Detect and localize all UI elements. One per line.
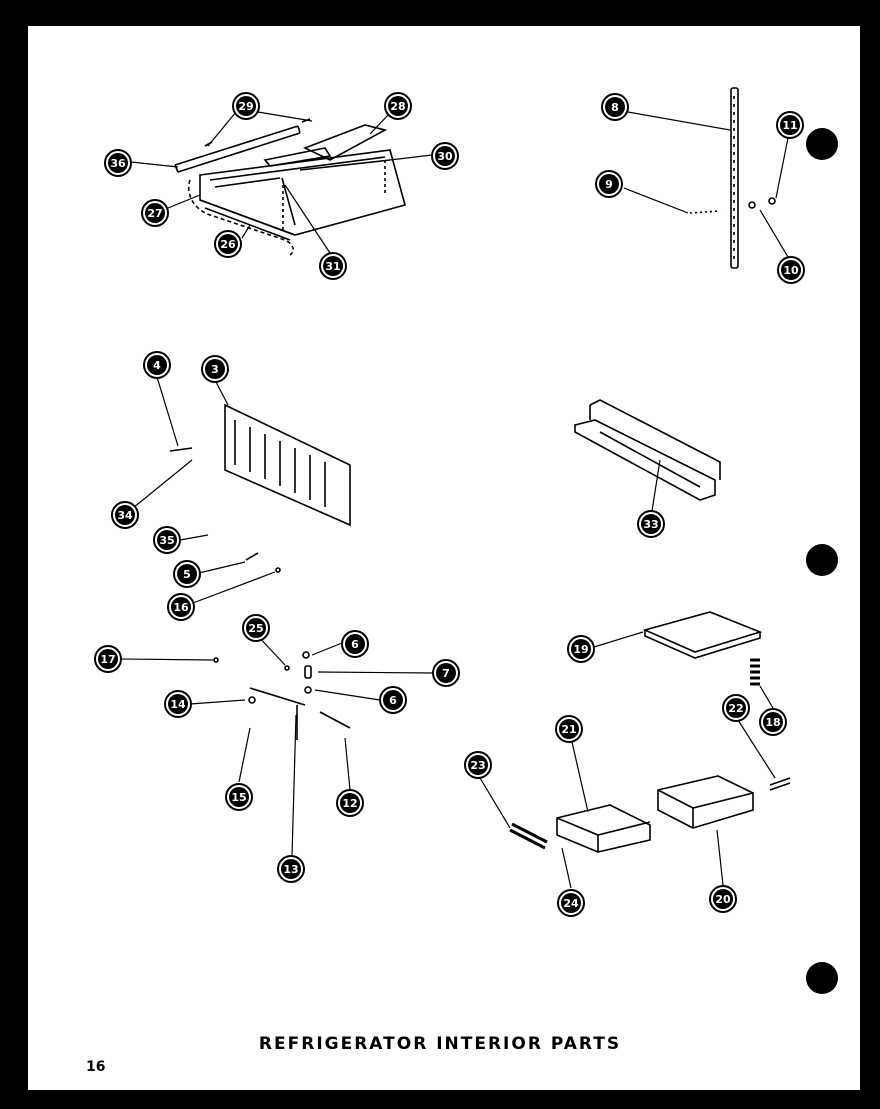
callout-label: 8 (611, 101, 619, 114)
callout-36: 36 (104, 149, 132, 177)
callout-21: 21 (555, 715, 583, 743)
callout-label: 24 (563, 897, 579, 910)
callout-label: 14 (170, 698, 186, 711)
callout-label: 3 (211, 363, 219, 376)
callout-label: 20 (715, 893, 731, 906)
callout-25: 25 (242, 614, 270, 642)
callout-label: 25 (248, 622, 263, 635)
hardware-parts (213, 197, 776, 740)
callout-label: 31 (325, 260, 340, 273)
shelf-frame-assembly (174, 118, 406, 256)
callout-label: 11 (782, 119, 797, 132)
diagram-title: REFRIGERATOR INTERIOR PARTS (258, 1034, 622, 1054)
callout-33: 33 (637, 510, 665, 538)
page-number: 16 (86, 1059, 106, 1075)
callout-label: 10 (783, 264, 799, 277)
callout-label: 6 (389, 694, 397, 707)
callout-label: 4 (153, 359, 161, 372)
callout-label: 35 (159, 534, 174, 547)
glass-shelf (642, 611, 763, 659)
callout-12: 12 (336, 789, 364, 817)
callout-15: 15 (225, 783, 253, 811)
callout-7: 7 (432, 659, 460, 687)
callout-34: 34 (111, 501, 139, 529)
callout-8: 8 (601, 93, 629, 121)
callout-label: 9 (605, 178, 613, 191)
callout-3: 3 (201, 355, 229, 383)
callout-label: 22 (728, 702, 743, 715)
callout-31: 31 (319, 252, 347, 280)
registration-dot-icon (806, 544, 838, 576)
pan (657, 775, 754, 829)
callout-13: 13 (277, 855, 305, 883)
callout-18: 18 (759, 708, 787, 736)
grille-panel (169, 403, 351, 527)
callout-26: 26 (214, 230, 242, 258)
callout-11: 11 (776, 111, 804, 139)
crisper-drawer (556, 804, 651, 853)
callout-label: 13 (283, 863, 298, 876)
callout-label: 19 (573, 643, 588, 656)
callout-17: 17 (94, 645, 122, 673)
callout-14: 14 (164, 690, 192, 718)
callout-23: 23 (464, 751, 492, 779)
callout-label: 17 (100, 653, 115, 666)
callout-label: 27 (147, 207, 162, 220)
callout-label: 26 (220, 238, 236, 251)
callout-label: 18 (765, 716, 780, 729)
callout-label: 7 (442, 667, 450, 680)
callout-5: 5 (173, 560, 201, 588)
callout-10: 10 (777, 256, 805, 284)
callout-6: 6 (341, 630, 369, 658)
callout-30: 30 (431, 142, 459, 170)
shelf-rail (689, 87, 739, 269)
callout-label: 23 (470, 759, 485, 772)
callout-9: 9 (595, 170, 623, 198)
callout-label: 28 (390, 100, 405, 113)
callout-label: 6 (351, 638, 359, 651)
callout-group: 29 28 36 30 27 26 31 8 11 9 10 4 3 34 35 5 16 33 25 6 17 7 14 6… (94, 92, 805, 917)
callout-label: 16 (173, 601, 189, 614)
callout-label: 29 (238, 100, 253, 113)
callout-16: 16 (167, 593, 195, 621)
callout-label: 34 (117, 509, 133, 522)
shelf-channel (574, 399, 721, 501)
callout-4: 4 (143, 351, 171, 379)
callout-28: 28 (384, 92, 412, 120)
callout-label: 12 (342, 797, 357, 810)
callout-label: 36 (110, 157, 126, 170)
callout-27: 27 (141, 199, 169, 227)
callout-label: 15 (231, 791, 246, 804)
callout-label: 33 (643, 518, 658, 531)
callout-19: 19 (567, 635, 595, 663)
callout-label: 5 (183, 568, 191, 581)
callout-20: 20 (709, 885, 737, 913)
callout-label: 30 (437, 150, 453, 163)
callout-24: 24 (557, 889, 585, 917)
callout-22: 22 (722, 694, 750, 722)
registration-dot-icon (806, 962, 838, 994)
callout-29: 29 (232, 92, 260, 120)
callout-label: 21 (561, 723, 576, 736)
callout-6: 6 (379, 686, 407, 714)
callout-35: 35 (153, 526, 181, 554)
registration-dot-icon (806, 128, 838, 160)
